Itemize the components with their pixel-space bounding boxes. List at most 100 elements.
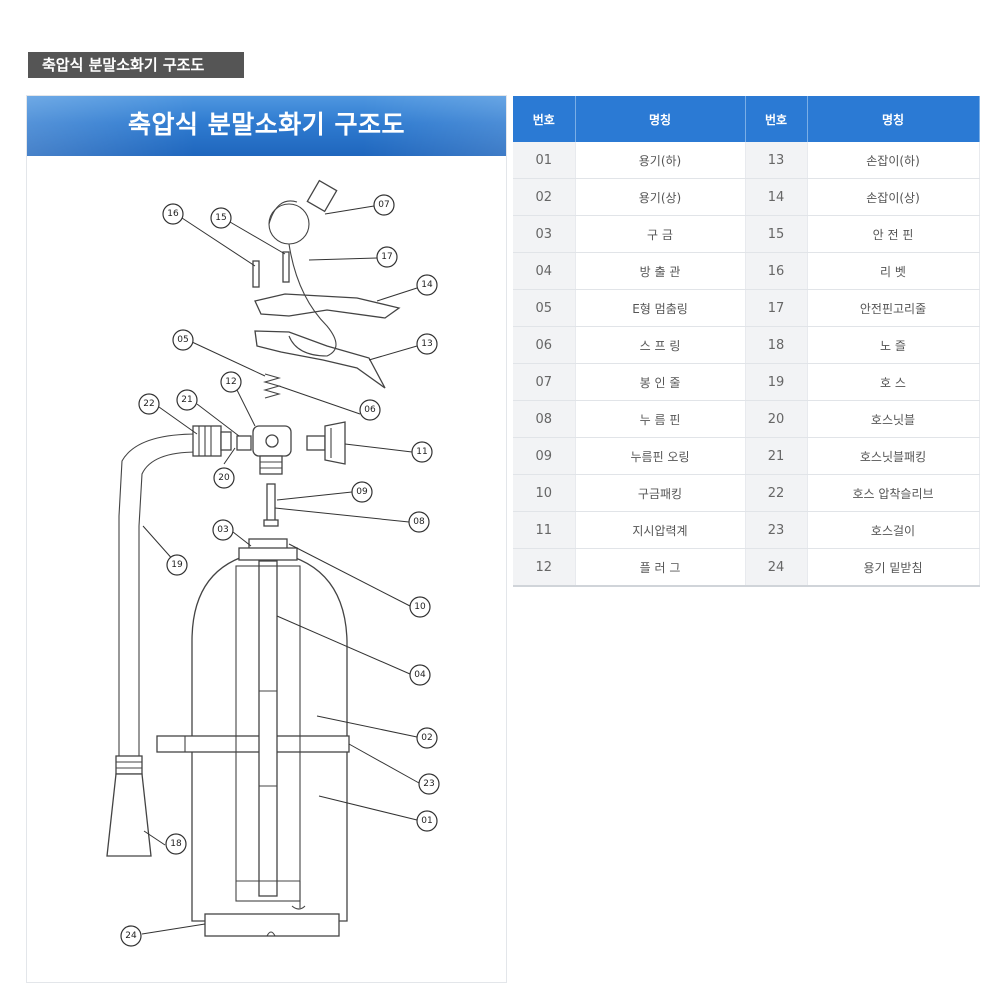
part-name: 구금패킹 [575, 474, 746, 512]
levers [252, 179, 401, 389]
extinguisher-diagram: 16 15 07 17 14 05 13 12 22 21 06 11 20 0… [106, 179, 440, 947]
callout: 02 [416, 727, 438, 749]
svg-text:02: 02 [421, 733, 432, 743]
part-number: 11 [513, 511, 576, 549]
part-number: 02 [513, 178, 576, 216]
part-name: 구 금 [575, 215, 746, 253]
svg-text:18: 18 [170, 839, 182, 849]
part-name: 용기(하) [575, 142, 746, 179]
svg-text:01: 01 [421, 816, 432, 826]
table-header-row: 번호 명칭 번호 명칭 [513, 96, 980, 142]
svg-text:04: 04 [414, 670, 426, 680]
part-name: 플 러 그 [575, 548, 746, 587]
svg-text:21: 21 [181, 395, 192, 405]
svg-text:16: 16 [167, 209, 179, 219]
part-number: 17 [745, 289, 808, 327]
callout: 17 [376, 246, 398, 268]
part-number: 03 [513, 215, 576, 253]
diagram-panel: 축압식 분말소화기 구조도 [26, 95, 507, 983]
callouts: 16 15 07 17 14 05 13 12 22 21 06 11 20 0… [120, 194, 440, 947]
part-name: 호스닛블패킹 [807, 437, 980, 475]
part-number: 19 [745, 363, 808, 401]
header-name: 명칭 [807, 96, 980, 142]
callout: 16 [162, 203, 184, 225]
callout: 24 [120, 925, 142, 947]
svg-text:03: 03 [217, 525, 228, 535]
callout: 06 [359, 399, 381, 421]
part-number: 13 [745, 142, 808, 179]
svg-text:17: 17 [381, 252, 392, 262]
banner-title: 축압식 분말소화기 구조도 [128, 110, 405, 139]
header-number: 번호 [745, 96, 808, 142]
hose [106, 425, 232, 857]
callout: 03 [212, 519, 234, 541]
part-number: 14 [745, 178, 808, 216]
svg-text:20: 20 [218, 473, 230, 483]
callout: 23 [418, 773, 440, 795]
callout: 14 [416, 274, 438, 296]
svg-text:14: 14 [421, 280, 433, 290]
svg-text:10: 10 [414, 602, 426, 612]
svg-text:23: 23 [423, 779, 434, 789]
part-name: 손잡이(하) [807, 142, 980, 179]
part-number: 10 [513, 474, 576, 512]
part-name: 누름핀 오링 [575, 437, 746, 475]
callout: 22 [138, 393, 160, 415]
callout: 08 [408, 511, 430, 533]
part-number: 23 [745, 511, 808, 549]
svg-text:07: 07 [378, 200, 389, 210]
part-number: 08 [513, 400, 576, 438]
callout: 19 [166, 554, 188, 576]
part-number: 22 [745, 474, 808, 512]
section-title: 축압식 분말소화기 구조도 [28, 52, 244, 78]
part-name: 봉 인 줄 [575, 363, 746, 401]
svg-text:09: 09 [356, 487, 368, 497]
part-name: 리 벳 [807, 252, 980, 290]
callout: 01 [416, 810, 438, 832]
part-name: 지시압력계 [575, 511, 746, 549]
callout: 07 [373, 194, 395, 216]
part-name: 호 스 [807, 363, 980, 401]
part-number: 06 [513, 326, 576, 364]
part-number: 01 [513, 142, 576, 179]
svg-text:12: 12 [225, 377, 236, 387]
part-name: 안전핀고리줄 [807, 289, 980, 327]
svg-text:13: 13 [421, 339, 432, 349]
header-name: 명칭 [575, 96, 746, 142]
part-name: 방 출 관 [575, 252, 746, 290]
part-name: 용기 밑받침 [807, 548, 980, 587]
callout: 21 [176, 389, 198, 411]
part-number: 24 [745, 548, 808, 587]
callout: 09 [351, 481, 373, 503]
callout: 10 [409, 596, 431, 618]
part-name: 노 즐 [807, 326, 980, 364]
part-name: 안 전 핀 [807, 215, 980, 253]
svg-text:24: 24 [125, 931, 137, 941]
callout: 11 [411, 441, 433, 463]
part-name: 호스 압착슬리브 [807, 474, 980, 512]
callout: 12 [220, 371, 242, 393]
part-number: 05 [513, 289, 576, 327]
callout: 15 [210, 207, 232, 229]
part-number: 04 [513, 252, 576, 290]
part-name: 호스걸이 [807, 511, 980, 549]
part-name: E형 멈춤링 [575, 289, 746, 327]
valve-head [236, 373, 346, 527]
part-number: 20 [745, 400, 808, 438]
diagram-banner: 축압식 분말소화기 구조도 [27, 96, 506, 156]
part-number: 07 [513, 363, 576, 401]
svg-text:05: 05 [177, 335, 188, 345]
svg-text:15: 15 [215, 213, 226, 223]
svg-text:11: 11 [416, 447, 427, 457]
part-number: 18 [745, 326, 808, 364]
part-name: 손잡이(상) [807, 178, 980, 216]
svg-text:06: 06 [364, 405, 376, 415]
